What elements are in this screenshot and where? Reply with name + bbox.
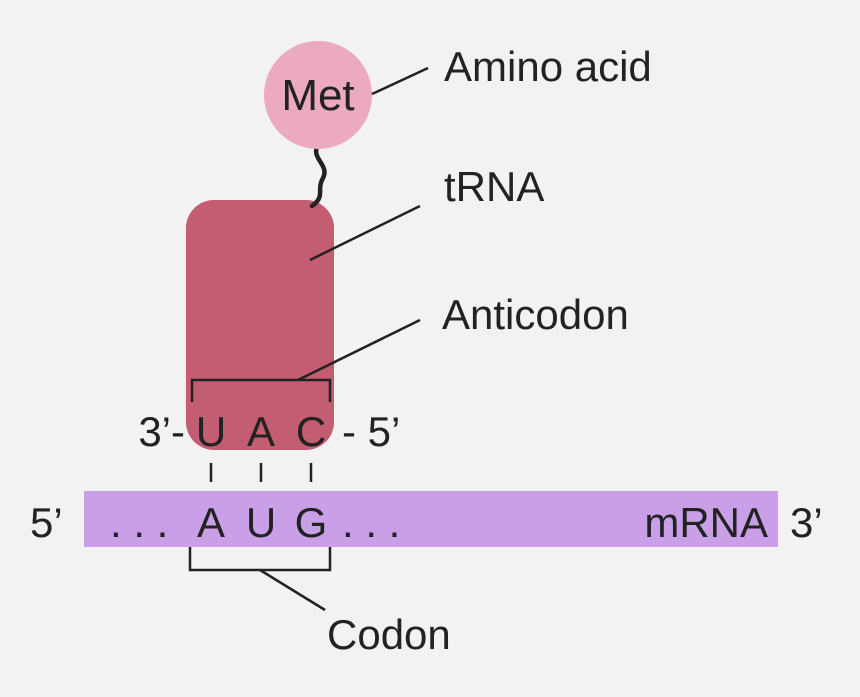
mrna-three-prime: 3’ [790, 499, 823, 546]
anticodon-base: C [296, 408, 326, 455]
anticodon-base: U [196, 408, 226, 455]
amino-acid-label: Amino acid [444, 43, 652, 90]
codon-label: Codon [327, 611, 451, 658]
mrna-strand [84, 491, 778, 547]
anticodon-prefix: 3’- [138, 408, 185, 455]
codon-base: A [197, 499, 225, 546]
mrna-label: mRNA [644, 499, 768, 546]
amino-acid-linker [309, 142, 327, 209]
codon-base: G [295, 499, 328, 546]
mrna-trailing-dots: . . . [342, 499, 400, 546]
codon-bracket [188, 547, 332, 572]
amino-acid-abbrev: Met [281, 71, 354, 120]
amino-acid-circle [264, 41, 372, 149]
trna-label: tRNA [444, 163, 544, 210]
anticodon-leader [297, 318, 421, 382]
mrna-five-prime: 5’ [30, 499, 63, 546]
anticodon-label: Anticodon [442, 291, 629, 338]
anticodon-suffix: - 5’ [342, 408, 400, 455]
amino-acid-leader [371, 66, 429, 96]
anticodon-bracket [190, 378, 332, 402]
trna-body [186, 200, 334, 450]
codon-base: U [246, 499, 276, 546]
anticodon-base: A [247, 408, 275, 455]
trna-leader [309, 204, 421, 262]
mrna-leading-dots: . . . [110, 499, 168, 546]
codon-leader [259, 568, 326, 612]
